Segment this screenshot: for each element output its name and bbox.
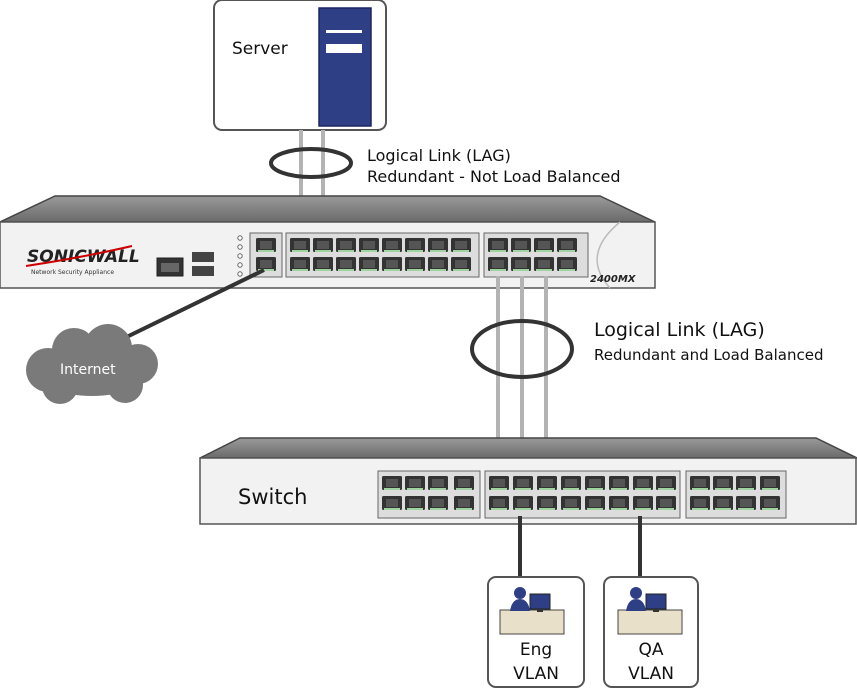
eng-vlan-name: Eng	[520, 640, 552, 660]
qa-vlan-name: QA	[638, 640, 663, 660]
eng-vlan-node: Eng VLAN	[487, 576, 585, 688]
qa-vlan-suffix: VLAN	[628, 664, 674, 684]
lag-bottom-title: Logical Link (LAG)	[594, 319, 765, 341]
sonicwall-appliance: SONICWALL Network Security Appliance 240…	[0, 195, 656, 289]
server-tower-icon	[318, 7, 372, 127]
usb-port	[192, 252, 214, 262]
appliance-port-block-2	[285, 232, 480, 278]
switch-label: Switch	[238, 485, 307, 509]
appliance-tagline: Network Security Appliance	[31, 269, 114, 276]
workstation-icon	[617, 587, 683, 635]
switch-port-block-3	[685, 470, 787, 519]
switch-device: Switch	[199, 437, 857, 525]
lag-ring-bottom	[470, 319, 574, 379]
switch-port-block-2	[484, 470, 681, 519]
switch-port-block-1	[377, 470, 481, 519]
internet-cloud	[26, 324, 158, 404]
lag-top-title: Logical Link (LAG)	[367, 146, 511, 165]
server-node: Server	[213, 0, 387, 131]
lag-ring-top	[269, 147, 353, 179]
lag-bottom-subtitle: Redundant and Load Balanced	[594, 346, 823, 364]
lag-top-subtitle: Redundant - Not Load Balanced	[367, 167, 621, 186]
eng-vlan-suffix: VLAN	[513, 664, 559, 684]
status-leds	[237, 235, 243, 277]
appliance-port-block-1	[249, 232, 283, 278]
workstation-icon	[499, 587, 565, 635]
qa-vlan-node: QA VLAN	[603, 576, 699, 688]
appliance-port-block-3	[483, 232, 589, 278]
internet-label: Internet	[60, 362, 116, 378]
server-label: Server	[232, 39, 288, 59]
appliance-model: 2400MX	[590, 274, 637, 285]
